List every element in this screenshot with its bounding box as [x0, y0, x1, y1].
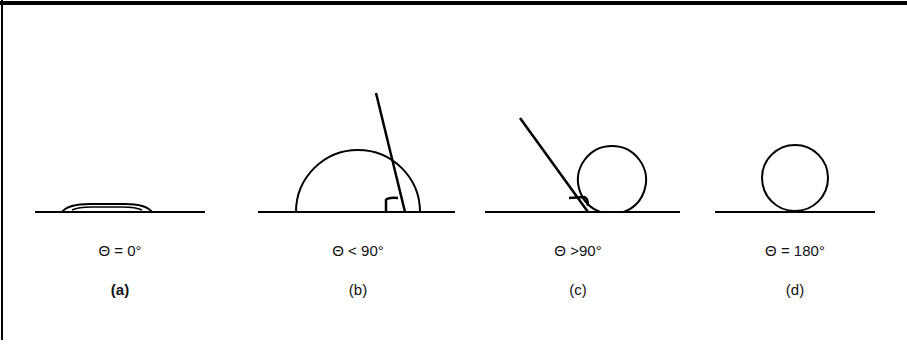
frame-top [0, 1, 907, 5]
frame-left [1, 0, 3, 340]
angle-mark [569, 197, 588, 206]
surface-line [485, 211, 680, 213]
tangent-line [520, 118, 588, 212]
angle-mark [386, 198, 398, 212]
angle-label: Θ < 90° [332, 242, 383, 260]
angle-label: Θ = 0° [98, 242, 141, 260]
liquid-film [72, 207, 142, 210]
droplet [762, 145, 828, 211]
surface-line [35, 211, 205, 213]
surface-line [258, 211, 455, 213]
angle-label: Θ = 180° [765, 242, 825, 260]
panel-letter: (b) [349, 281, 367, 299]
panel-letter: (c) [569, 281, 587, 299]
panel-letter: (d) [786, 281, 804, 299]
angle-label: Θ >90° [554, 242, 601, 260]
tangent-line [376, 93, 405, 212]
panel-letter: (a) [111, 281, 129, 299]
droplet [296, 150, 420, 212]
liquid-film [62, 204, 152, 212]
